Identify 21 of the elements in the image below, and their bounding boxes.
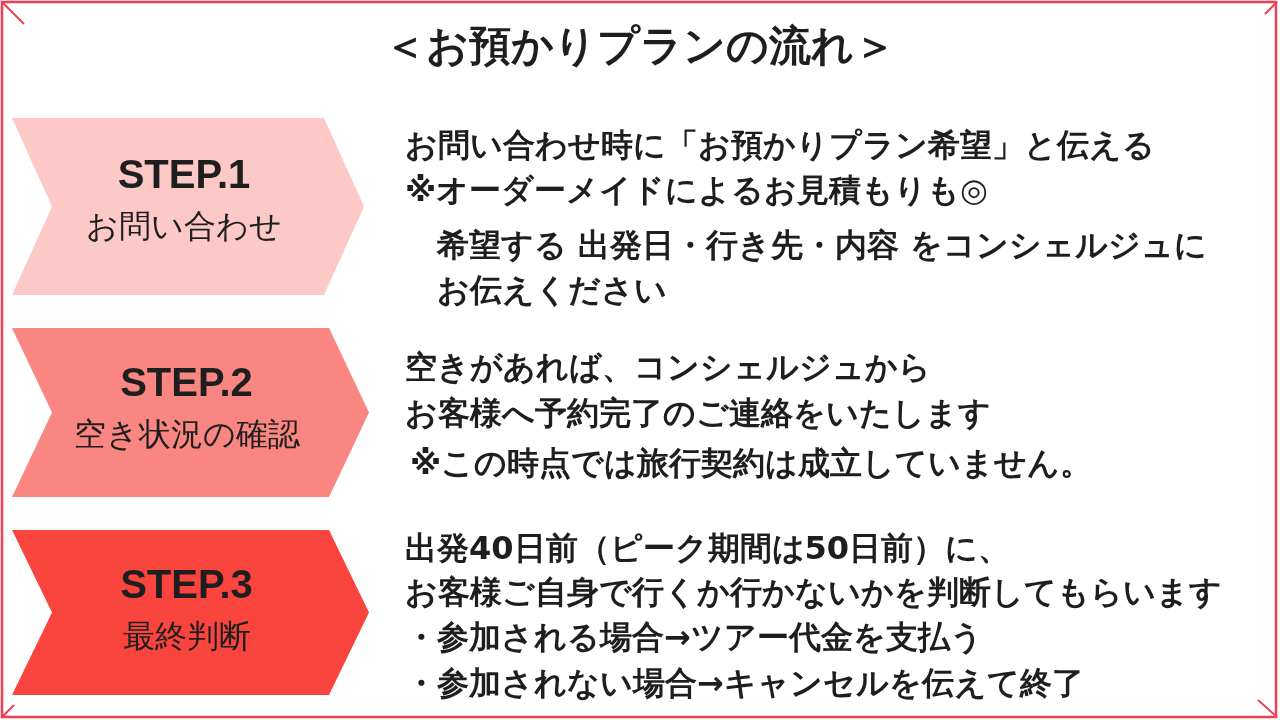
chevron-step xyxy=(12,118,364,295)
step-name: お問い合わせ xyxy=(85,205,283,246)
chevron-step xyxy=(12,328,369,497)
step-name: 最終判断 xyxy=(121,615,252,656)
description-text: 出発40日前（ピーク期間は50日前）に、 xyxy=(405,528,1011,568)
description-text: ※オーダーメイドによるお見積もりも◎ xyxy=(405,170,989,210)
description-text: お問い合わせ時に「お預かりプラン希望」と伝える xyxy=(405,125,1155,165)
step-number: STEP.3 xyxy=(119,560,254,608)
description-text: 空きがあれば、コンシェルジュから xyxy=(405,347,931,387)
chevron-step xyxy=(12,530,369,695)
step-number: STEP.2 xyxy=(119,359,254,407)
description-text: ・参加されない場合→キャンセルを伝えて終了 xyxy=(405,663,1084,703)
step-name: 空き状況の確認 xyxy=(72,414,301,455)
description-text: お客様ご自身で行くか行かないかを判断してもらいます xyxy=(405,572,1222,612)
description-text: 希望する 出発日・行き先・内容 をコンシェルジュに xyxy=(437,225,1208,265)
step-number: STEP.1 xyxy=(116,150,252,198)
description-text: お伝えください xyxy=(437,270,667,310)
title: ＜お預かりプランの流れ＞ xyxy=(383,20,897,72)
description-text: ・参加される場合→ツアー代金を支払う xyxy=(405,617,983,657)
description-text: ※この時点では旅行契約は成立していません。 xyxy=(410,443,1093,483)
description-text: お客様へ予約完了のご連絡をいたします xyxy=(405,393,991,433)
